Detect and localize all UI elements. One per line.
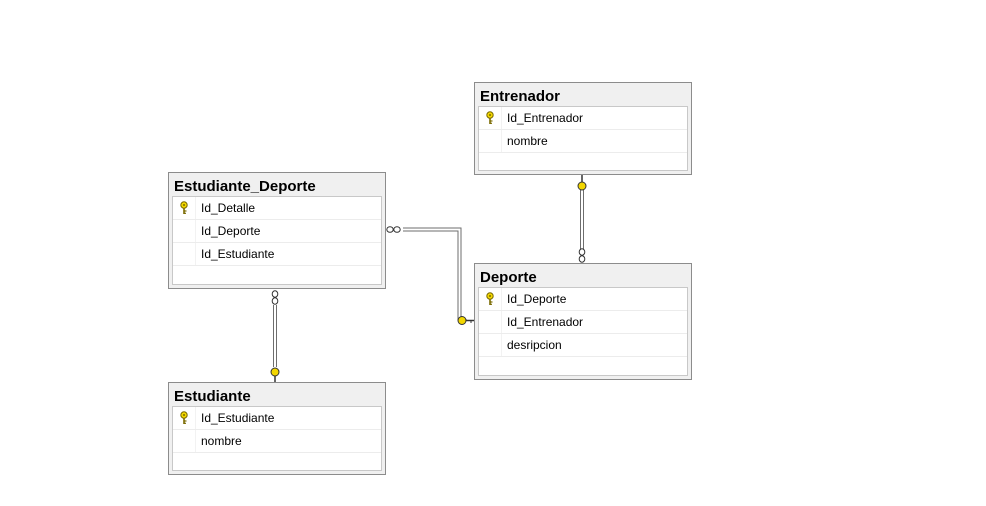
column-row[interactable]: nombre (479, 130, 687, 153)
table-estudiante-deporte[interactable]: Estudiante_Deporte Id_Detalle Id_Deporte… (168, 172, 386, 289)
infinity-icon (271, 290, 279, 305)
primary-key-icon (479, 107, 501, 129)
column-name: Id_Estudiante (201, 411, 275, 425)
column-row[interactable]: nombre (173, 430, 381, 453)
column-row[interactable]: Id_Estudiante (173, 243, 381, 266)
column-name: Id_Estudiante (201, 247, 275, 261)
table-estudiante[interactable]: Estudiante Id_Estudiante nombre (168, 382, 386, 475)
column-row[interactable]: Id_Entrenador (479, 107, 687, 130)
key-end-icon (270, 367, 280, 383)
column-row[interactable]: Id_Estudiante (173, 407, 381, 430)
table-title: Entrenador (480, 88, 561, 105)
key-end-icon (577, 175, 587, 191)
column-name: Id_Detalle (201, 201, 256, 215)
column-row[interactable]: Id_Entrenador (479, 311, 687, 334)
infinity-icon (578, 248, 586, 263)
primary-key-icon (173, 197, 195, 219)
relationship-estudiante-deporte-to-estudiante[interactable] (270, 290, 280, 383)
key-end-icon (457, 316, 474, 325)
column-name: Id_Entrenador (507, 111, 584, 125)
column-grid: Id_Deporte Id_Entrenador desripcion (478, 287, 688, 376)
relationship-estudiante-deporte-to-deporte[interactable] (386, 226, 474, 325)
column-grid: Id_Estudiante nombre (172, 406, 382, 471)
table-title: Estudiante (174, 388, 251, 405)
column-row[interactable]: Id_Deporte (173, 220, 381, 243)
column-name: nombre (507, 134, 548, 148)
column-name: Id_Entrenador (507, 315, 584, 329)
relationship-entrenador-to-deporte[interactable] (577, 175, 587, 263)
column-row[interactable]: desripcion (479, 334, 687, 357)
primary-key-icon (173, 407, 195, 429)
column-grid: Id_Detalle Id_Deporte Id_Estudiante (172, 196, 382, 285)
column-row[interactable]: Id_Deporte (479, 288, 687, 311)
table-title: Deporte (480, 269, 537, 286)
primary-key-icon (479, 288, 501, 310)
table-title: Estudiante_Deporte (174, 178, 316, 195)
column-name: Id_Deporte (507, 292, 567, 306)
column-name: nombre (201, 434, 242, 448)
table-deporte[interactable]: Deporte Id_Deporte Id_Entrenador desripc… (474, 263, 692, 380)
column-grid: Id_Entrenador nombre (478, 106, 688, 171)
column-row[interactable]: Id_Detalle (173, 197, 381, 220)
column-name: desripcion (507, 338, 562, 352)
table-entrenador[interactable]: Entrenador Id_Entrenador nombre (474, 82, 692, 175)
infinity-icon (386, 226, 401, 233)
column-name: Id_Deporte (201, 224, 261, 238)
